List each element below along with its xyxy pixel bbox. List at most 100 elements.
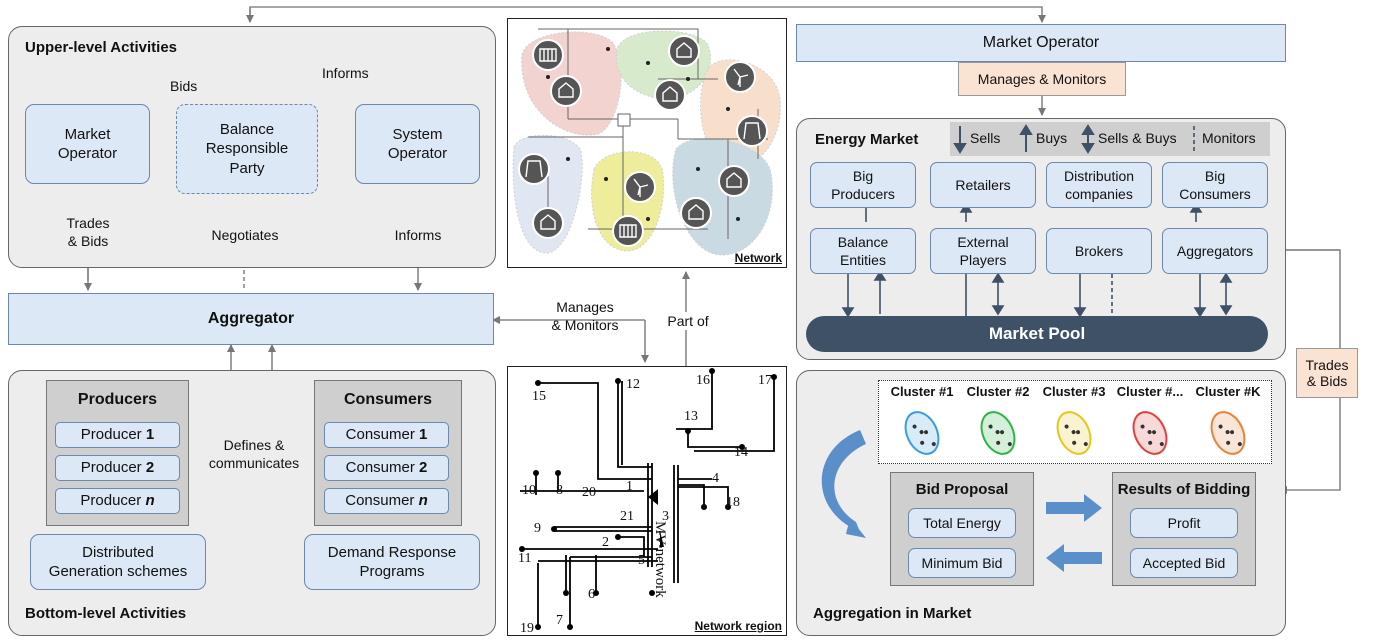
cluster-label: Cluster #K	[1195, 384, 1261, 399]
producer-item-label: Producer	[80, 426, 146, 444]
market-operator-box[interactable]: Market Operator	[796, 24, 1286, 62]
node-label: 15	[532, 389, 546, 404]
market-pool[interactable]: Market Pool	[806, 316, 1268, 352]
cycle-arrow	[821, 430, 866, 538]
network-map-graphic	[512, 28, 781, 256]
cluster-dot	[1071, 440, 1077, 446]
system-operator[interactable]: System Operator	[355, 104, 480, 184]
trades-bids-label: Trades & Bids	[52, 214, 124, 251]
producer-item-index: 2	[145, 459, 155, 477]
distributed-generation-box[interactable]: Distributed Generation schemes	[30, 534, 206, 590]
cluster-dot	[1225, 440, 1231, 446]
consumer-item-1[interactable]: Consumer 1	[324, 422, 449, 448]
market-bottom-3[interactable]: Aggregators	[1162, 228, 1268, 274]
network-region-label: Network region	[694, 619, 782, 633]
accepted-bid-box[interactable]: Accepted Bid	[1130, 548, 1238, 578]
house-icon	[550, 75, 582, 107]
aggregator-bar[interactable]: Aggregator	[8, 293, 494, 345]
house-icon	[718, 165, 750, 197]
cluster-label: Cluster #2	[966, 384, 1030, 399]
node-label: 12	[626, 377, 640, 392]
node-label: 11	[518, 551, 532, 566]
node-label: 9	[534, 521, 541, 536]
market-operator-upper[interactable]: Market Operator	[25, 104, 150, 184]
node-label: 4	[712, 471, 719, 486]
node-label: 17	[758, 373, 772, 388]
node-label: 18	[726, 495, 740, 510]
arrow-left-icon	[1046, 544, 1102, 572]
producer-item-3[interactable]: Producer n	[55, 488, 180, 514]
power-plant-icon	[518, 153, 550, 185]
house-icon	[654, 79, 686, 111]
upper-level-title: Upper-level Activities	[25, 39, 177, 56]
mv-network-label: MV network	[652, 521, 668, 598]
cluster-dot	[923, 429, 929, 435]
energy-market-title: Energy Market	[815, 131, 919, 148]
network-map: Network	[507, 18, 787, 268]
consumer-item-label: Consumer	[345, 426, 419, 444]
cluster-dot	[995, 440, 1001, 446]
network-region-graphic	[519, 368, 777, 630]
cluster-dot	[987, 423, 994, 430]
cluster-dot	[1075, 429, 1081, 435]
market-top-2[interactable]: Distribution companies	[1046, 162, 1152, 208]
bid-proposal-title: Bid Proposal	[915, 481, 1009, 498]
cluster-label: Cluster #3	[1042, 384, 1106, 399]
node-label: 21	[620, 509, 634, 524]
consumer-item-3[interactable]: Consumer n	[324, 488, 449, 514]
balance-responsible-party[interactable]: Balance Responsible Party	[176, 104, 318, 194]
cluster-dot	[1063, 423, 1070, 430]
market-bottom-2[interactable]: Brokers	[1046, 228, 1152, 274]
informs-top-label: Informs	[318, 64, 373, 83]
node-label: 1	[626, 479, 633, 494]
cluster-label: Cluster #1	[890, 384, 954, 399]
arrow-right-icon	[1046, 494, 1102, 522]
cluster-label: Cluster #...	[1116, 384, 1184, 399]
node-label: 3	[662, 509, 669, 524]
node-label: 16	[696, 373, 710, 388]
node-label: 7	[556, 613, 563, 628]
legend-sells: Sells	[970, 130, 1001, 146]
producer-item-index: 1	[145, 426, 155, 444]
network-label: Network	[734, 251, 782, 265]
total-energy-box[interactable]: Total Energy	[908, 508, 1016, 538]
market-top-3[interactable]: Big Consumers	[1162, 162, 1268, 208]
manages-monitors-box: Manages & Monitors	[958, 62, 1126, 96]
legend-sells-buys: Sells & Buys	[1098, 130, 1177, 146]
cluster-dot	[1159, 441, 1165, 447]
cluster-dot	[1151, 429, 1157, 435]
node-label: 20	[582, 485, 596, 500]
consumers-title: Consumers	[343, 391, 433, 408]
manages-monitors-label: Manages & Monitors	[551, 299, 619, 334]
producer-item-label: Producer	[80, 492, 146, 510]
cluster-dot	[1229, 429, 1235, 435]
cluster-dot	[1139, 423, 1146, 430]
profit-box[interactable]: Profit	[1130, 508, 1238, 538]
minimum-bid-box[interactable]: Minimum Bid	[908, 548, 1016, 578]
producer-item-2[interactable]: Producer 2	[55, 455, 180, 481]
market-bottom-1[interactable]: External Players	[930, 228, 1036, 274]
market-top-1[interactable]: Retailers	[930, 162, 1036, 208]
informs-right-label: Informs	[385, 226, 451, 245]
producer-item-label: Producer	[80, 459, 146, 477]
market-top-0[interactable]: Big Producers	[810, 162, 916, 208]
producer-item-1[interactable]: Producer 1	[55, 422, 180, 448]
node-label: 10	[522, 483, 536, 498]
defines-communicates-label: Defines & communicates	[204, 436, 304, 473]
demand-response-box[interactable]: Demand Response Programs	[304, 534, 480, 590]
part-of-label: Part of	[658, 312, 718, 331]
cluster-dot	[999, 429, 1005, 435]
node-label: 19	[520, 621, 534, 636]
market-arrows	[841, 186, 1233, 318]
cluster-dot	[919, 440, 925, 446]
aggregation-title: Aggregation in Market	[813, 605, 972, 622]
consumer-item-index: n	[418, 492, 428, 510]
region-teal	[672, 138, 773, 256]
node-label: 6	[588, 587, 595, 602]
market-bottom-0[interactable]: Balance Entities	[810, 228, 916, 274]
cluster-dot	[1217, 423, 1224, 430]
house-icon	[680, 197, 712, 229]
consumer-item-2[interactable]: Consumer 2	[324, 455, 449, 481]
legend-buys: Buys	[1036, 130, 1068, 146]
